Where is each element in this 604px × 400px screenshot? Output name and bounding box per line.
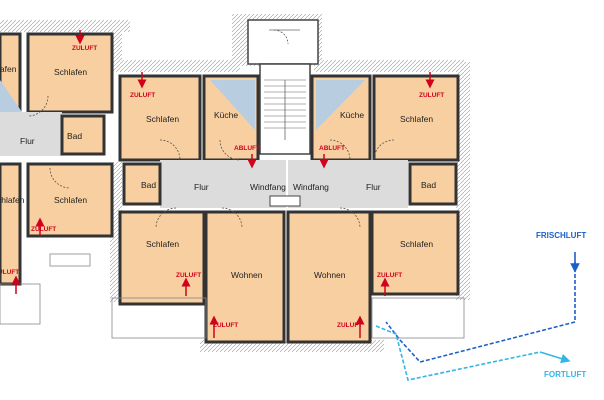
zuluft-label: ZULUFT	[419, 92, 444, 99]
fortluft-label: FORTLUFT	[544, 370, 586, 379]
room-label-schlafen: Schlafen	[54, 195, 87, 205]
room-label-flur: Flur	[20, 136, 35, 146]
room-label-flur: Flur	[194, 182, 209, 192]
frischluft-label: FRISCHLUFT	[536, 231, 586, 240]
stairwell	[247, 19, 319, 155]
left-apartment	[0, 32, 114, 286]
balconies	[0, 195, 465, 339]
room-label-kueche: Küche	[214, 110, 238, 120]
room-label-schlafen: Schlafen	[400, 239, 433, 249]
zuluft-label: ZULUFT	[72, 45, 97, 52]
room-label-schlafen: Schlafen	[146, 239, 179, 249]
room-label-schlafen: Schlafen	[400, 114, 433, 124]
abluft-label: ABLUFT	[319, 145, 345, 152]
ventilation-ducts	[375, 252, 580, 381]
abluft-label: ABLUFT	[234, 145, 260, 152]
zuluft-label: ZULUFT	[0, 269, 19, 276]
room-labels: lafen Schlafen Bad Flur chlafen Schlafen…	[0, 64, 436, 280]
room-label-bad: Bad	[421, 180, 436, 190]
room-label-wohnen: Wohnen	[314, 270, 346, 280]
airflow-markers: ZULUFT ZULUFT ZULUFT ZULUFT ZULUFT ZULUF…	[0, 30, 444, 338]
zuluft-label: ZULUFT	[130, 92, 155, 99]
room-label-schlafen: Schlafen	[54, 67, 87, 77]
room-label-flur: Flur	[366, 182, 381, 192]
doors	[27, 29, 395, 229]
zuluft-label: ZULUFT	[377, 272, 402, 279]
room-label-bad: Bad	[67, 131, 82, 141]
zuluft-label: ZULUFT	[213, 322, 238, 329]
room-label-schlafen: Schlafen	[146, 114, 179, 124]
zuluft-label: ZULUFT	[31, 226, 56, 233]
room-label-bad: Bad	[141, 180, 156, 190]
zuluft-label: ZULUFT	[176, 272, 201, 279]
room-label-kueche: Küche	[340, 110, 364, 120]
room-label-schlafen-left-cut: lafen	[0, 64, 17, 74]
zuluft-label: ZULUFT	[337, 322, 362, 329]
room-label-wohnen: Wohnen	[231, 270, 263, 280]
room-label-windfang: Windfang	[250, 182, 286, 192]
room-label-schlafen-lower-cut: chlafen	[0, 195, 25, 205]
room-label-windfang: Windfang	[293, 182, 329, 192]
center-left-apartment	[118, 74, 286, 344]
